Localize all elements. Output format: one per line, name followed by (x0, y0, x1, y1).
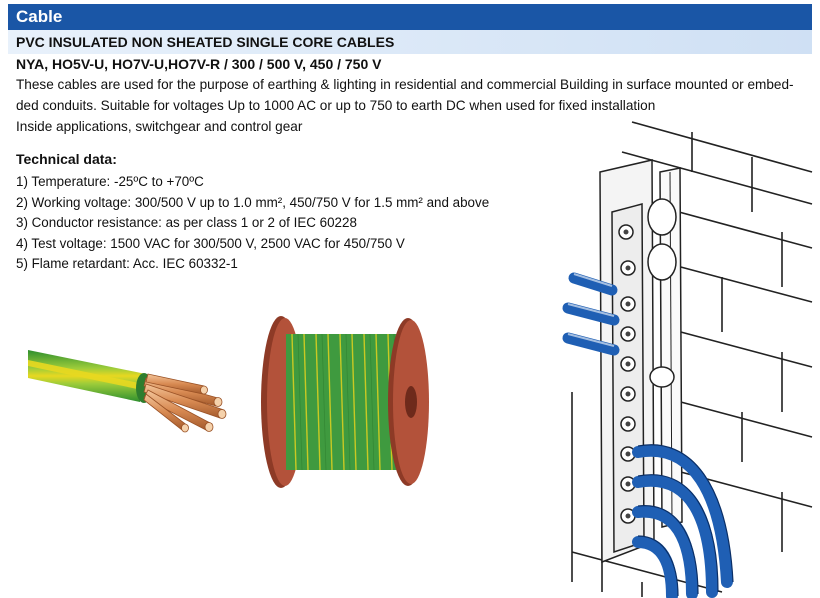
technical-item: 1) Temperature: -25ºC to +70ºC (16, 174, 204, 189)
switchgear-busbar-illustration (562, 121, 813, 598)
section-title: Cable (16, 7, 63, 26)
cable-types: NYA, HO5V-U, HO7V-U,HO7V-R / 300 / 500 V… (16, 56, 382, 72)
subsection-header: PVC INSULATED NON SHEATED SINGLE CORE CA… (8, 30, 812, 54)
description-line: These cables are used for the purpose of… (16, 77, 794, 92)
subsection-title: PVC INSULATED NON SHEATED SINGLE CORE CA… (16, 34, 395, 50)
technical-item: 4) Test voltage: 1500 VAC for 300/500 V,… (16, 235, 405, 251)
single-core-cable-image (28, 350, 227, 433)
technical-data-title: Technical data: (16, 151, 117, 167)
description-line: ded conduits. Suitable for voltages Up t… (16, 98, 656, 113)
technical-item: 2) Working voltage: 300/500 V up to 1.0 … (16, 194, 490, 210)
description: These cables are used for the purpose of… (16, 74, 814, 137)
section-header: Cable (8, 4, 812, 30)
technical-data-list: 1) Temperature: -25ºC to +70ºC 2) Workin… (16, 172, 489, 275)
cable-spool-image (261, 316, 429, 488)
technical-item: 3) Conductor resistance: as per class 1 … (16, 215, 357, 231)
technical-item: 5) Flame retardant: Acc. IEC 60332-1 (16, 256, 238, 272)
description-line: Inside applications, switchgear and cont… (16, 119, 303, 134)
